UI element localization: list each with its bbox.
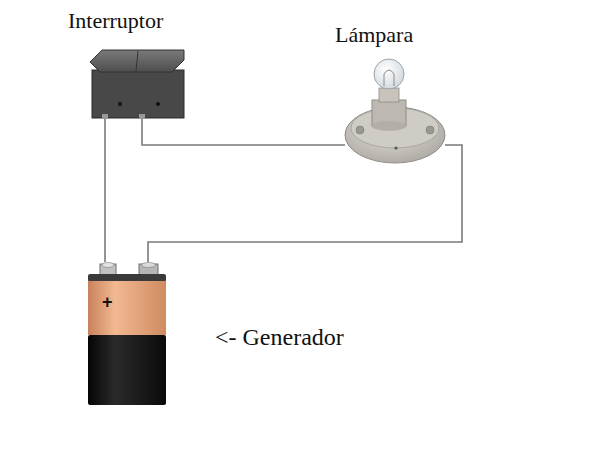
switch-symbol: [90, 50, 184, 119]
component-label: <- Generador: [215, 324, 344, 352]
wire: [142, 118, 345, 145]
component-label: Lámpara: [335, 22, 413, 47]
polarity-sign: +: [102, 292, 113, 313]
switch-node: Interruptor: [88, 50, 185, 118]
component-label: Interruptor: [68, 8, 163, 33]
wire: [104, 118, 106, 262]
lamp-symbol: [345, 59, 445, 163]
battery-node: +<- Generador: [88, 262, 166, 405]
lamp-node: Lámpara: [345, 58, 445, 165]
wire: [148, 145, 462, 262]
battery-symbol: [88, 263, 166, 406]
